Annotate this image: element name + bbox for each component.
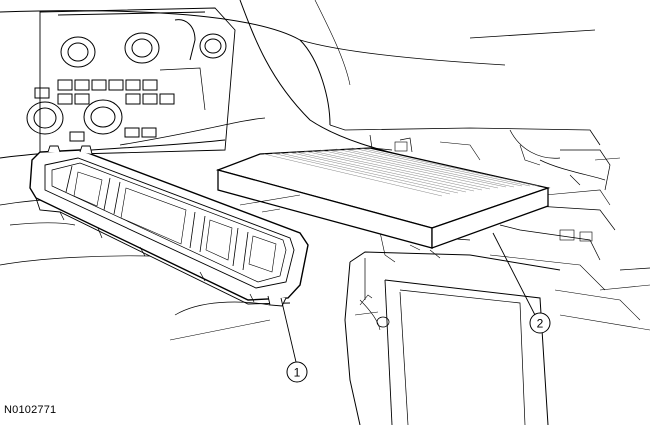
filter-pleats: [263, 147, 539, 197]
callout-label-2: 2: [537, 317, 544, 331]
leader-line-1: [280, 297, 297, 363]
filter-cover-item-1: [29, 145, 309, 307]
callout-2: 2: [492, 232, 551, 334]
callout-circle-2: [529, 312, 551, 334]
leader-line-2: [492, 232, 536, 316]
figure-reference-id: N0102771: [4, 404, 57, 416]
callout-1: 1: [280, 297, 308, 383]
callout-circle-1: [286, 361, 308, 383]
callout-label-1: 1: [294, 366, 301, 380]
cabin-air-filter-item-2: [215, 147, 551, 249]
